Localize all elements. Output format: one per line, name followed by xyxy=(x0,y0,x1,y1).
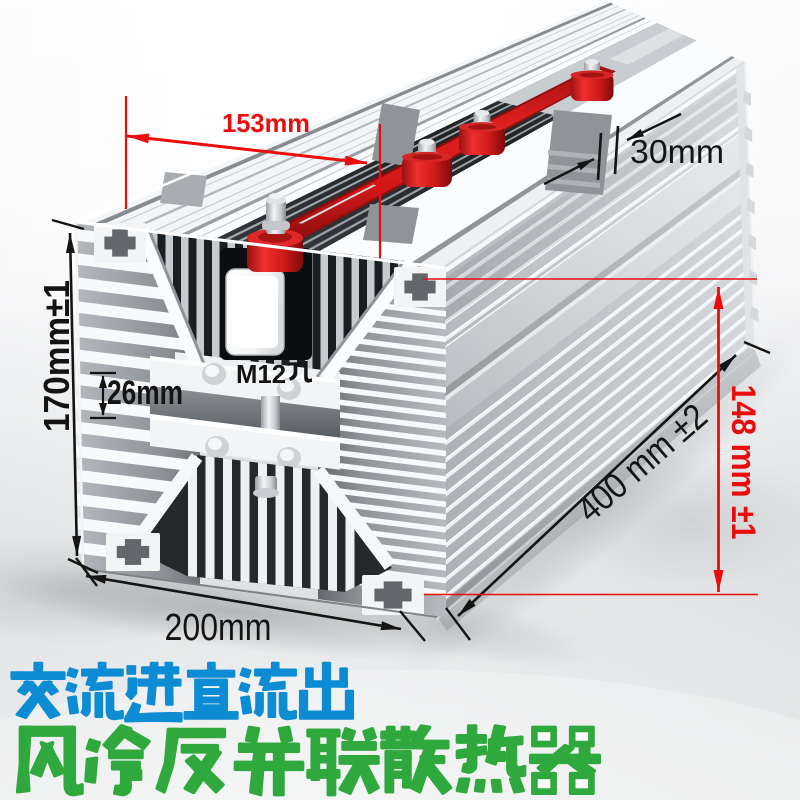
svg-text:170mm±1: 170mm±1 xyxy=(36,280,77,432)
svg-text:26mm: 26mm xyxy=(107,374,183,412)
svg-text:30mm: 30mm xyxy=(630,133,724,170)
svg-text:148 mm ±1: 148 mm ±1 xyxy=(724,385,762,540)
svg-text:200mm: 200mm xyxy=(165,607,272,649)
svg-text:153mm: 153mm xyxy=(222,108,310,138)
svg-text:M12: M12 xyxy=(236,359,286,389)
